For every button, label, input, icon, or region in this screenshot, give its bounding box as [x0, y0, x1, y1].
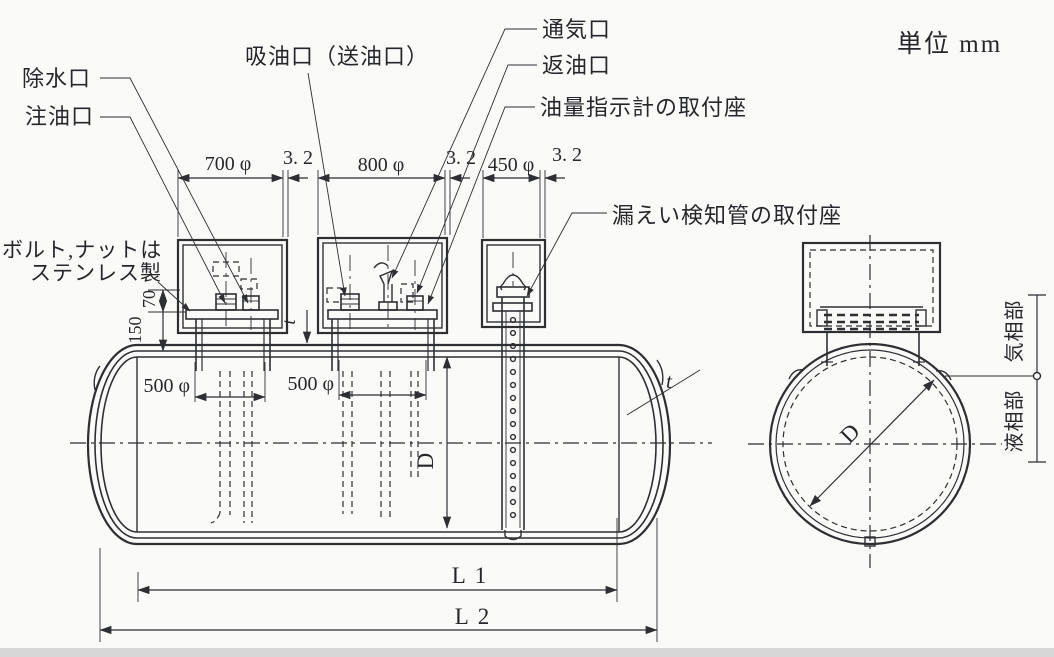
callout-texts: 除水口 注油口 吸油口（送油口） 通気口 返油口 油量指示計の取付座 漏えい検知…: [2, 17, 1002, 285]
section-lug-right: [935, 370, 952, 381]
leader-bolt-note: [157, 281, 191, 312]
box3-outer: [480, 238, 547, 329]
tank-shell-mid: [94, 350, 664, 539]
fitting-dashed-left: [326, 287, 342, 303]
manhole-box-2: [316, 236, 449, 519]
label-gas-phase: 気相部: [1003, 300, 1026, 363]
dim-3-2-b: 3. 2: [446, 147, 476, 169]
label-oil-suction-port: 吸油口（送油口）: [245, 44, 429, 69]
phase-level-marker: [1032, 371, 1042, 381]
dim-700-phi: 700 φ: [205, 153, 252, 175]
leader-gauge-mount: [427, 106, 535, 305]
dim-500-phi-b: 500 φ: [287, 373, 334, 395]
length-dimensions: L 1 L 2: [99, 518, 658, 642]
section-box-outer: [801, 241, 942, 334]
vent-elbow: [379, 269, 394, 285]
box1-outer: [176, 238, 289, 335]
label-bolt-note-line2: ステンレス製: [30, 261, 162, 285]
manhole-box-1: [176, 238, 289, 524]
internal-dimensions: 500 φ 500 φ D 150 70 t: [125, 289, 452, 529]
leader-vent: [391, 28, 537, 279]
screenshot-bottom-strip: [0, 648, 1054, 657]
label-oil-fill-port: 注油口: [25, 104, 94, 129]
box2-outer: [316, 236, 449, 335]
label-water-drain-port: 除水口: [22, 66, 91, 91]
top-dimensions: 700 φ 3. 2 800 φ 3. 2 450 φ 3. 2: [177, 144, 582, 238]
dim-line-D-section: [809, 379, 935, 507]
dim-t-shell: t: [279, 319, 300, 325]
dim-L1: L 1: [452, 563, 488, 588]
cross-section-view: D: [748, 235, 1002, 568]
knuckle-left: [93, 365, 101, 391]
leader-oil-fill: [100, 116, 226, 304]
label-bolt-note-line1: ボルト,ナットは: [2, 238, 162, 262]
knuckle-right: [656, 359, 664, 386]
dim-L2: L 2: [455, 604, 491, 629]
label-oil-return-port: 返油口: [542, 53, 611, 78]
dim-D-side: D: [413, 451, 438, 470]
dim-800-phi: 800 φ: [358, 154, 405, 176]
dim-500-phi-a: 500 φ: [143, 375, 190, 397]
leader-head-thickness: [626, 369, 701, 416]
leader-leak-mount: [526, 212, 607, 297]
box1-plate: [185, 309, 279, 320]
label-leak-detector-mount: 漏えい検知管の取付座: [612, 203, 842, 228]
label-oil-level-gauge-mount: 油量指示計の取付座: [540, 95, 747, 120]
leak-pipe-seat-flange: [492, 302, 533, 312]
tank-side-view: [70, 343, 712, 546]
label-liquid-phase: 液相部: [1003, 390, 1026, 453]
leader-water-drain: [100, 77, 249, 304]
manhole-box-3: [480, 238, 547, 541]
tank-shell-outer: [86, 343, 672, 546]
box2-plate: [327, 309, 438, 320]
section-bracket-left: [816, 309, 828, 327]
leak-pipe-cap-flange: [496, 286, 530, 298]
box1-inner: [182, 244, 283, 329]
fitting-cap-dashed: [240, 278, 258, 290]
dim-450-phi: 450 φ: [488, 154, 535, 176]
dim-3-2-c: 3. 2: [552, 144, 582, 166]
leader-return: [416, 64, 537, 294]
section-bracket-right: [915, 309, 927, 327]
vent-hook: [373, 262, 389, 269]
label-vent-port: 通気口: [542, 17, 611, 42]
dim-t-head: t: [666, 369, 673, 393]
box2-inner: [322, 242, 443, 329]
dim-3-2-a: 3. 2: [283, 147, 313, 169]
leak-pipe-bottom-cup: [504, 530, 522, 541]
callout-leaders: t: [100, 28, 701, 416]
leader-suction: [307, 72, 347, 297]
phase-labels: 気相部 液相部: [945, 294, 1046, 463]
fill-pipe-foot: [210, 512, 221, 524]
section-box-dashed: [809, 249, 934, 327]
unit-note: 単位 mm: [897, 30, 1002, 58]
leak-pipe-holes: [509, 316, 517, 519]
section-lug-left: [788, 369, 805, 380]
dim-70: 70: [139, 290, 159, 308]
dim-150: 150: [125, 317, 145, 344]
